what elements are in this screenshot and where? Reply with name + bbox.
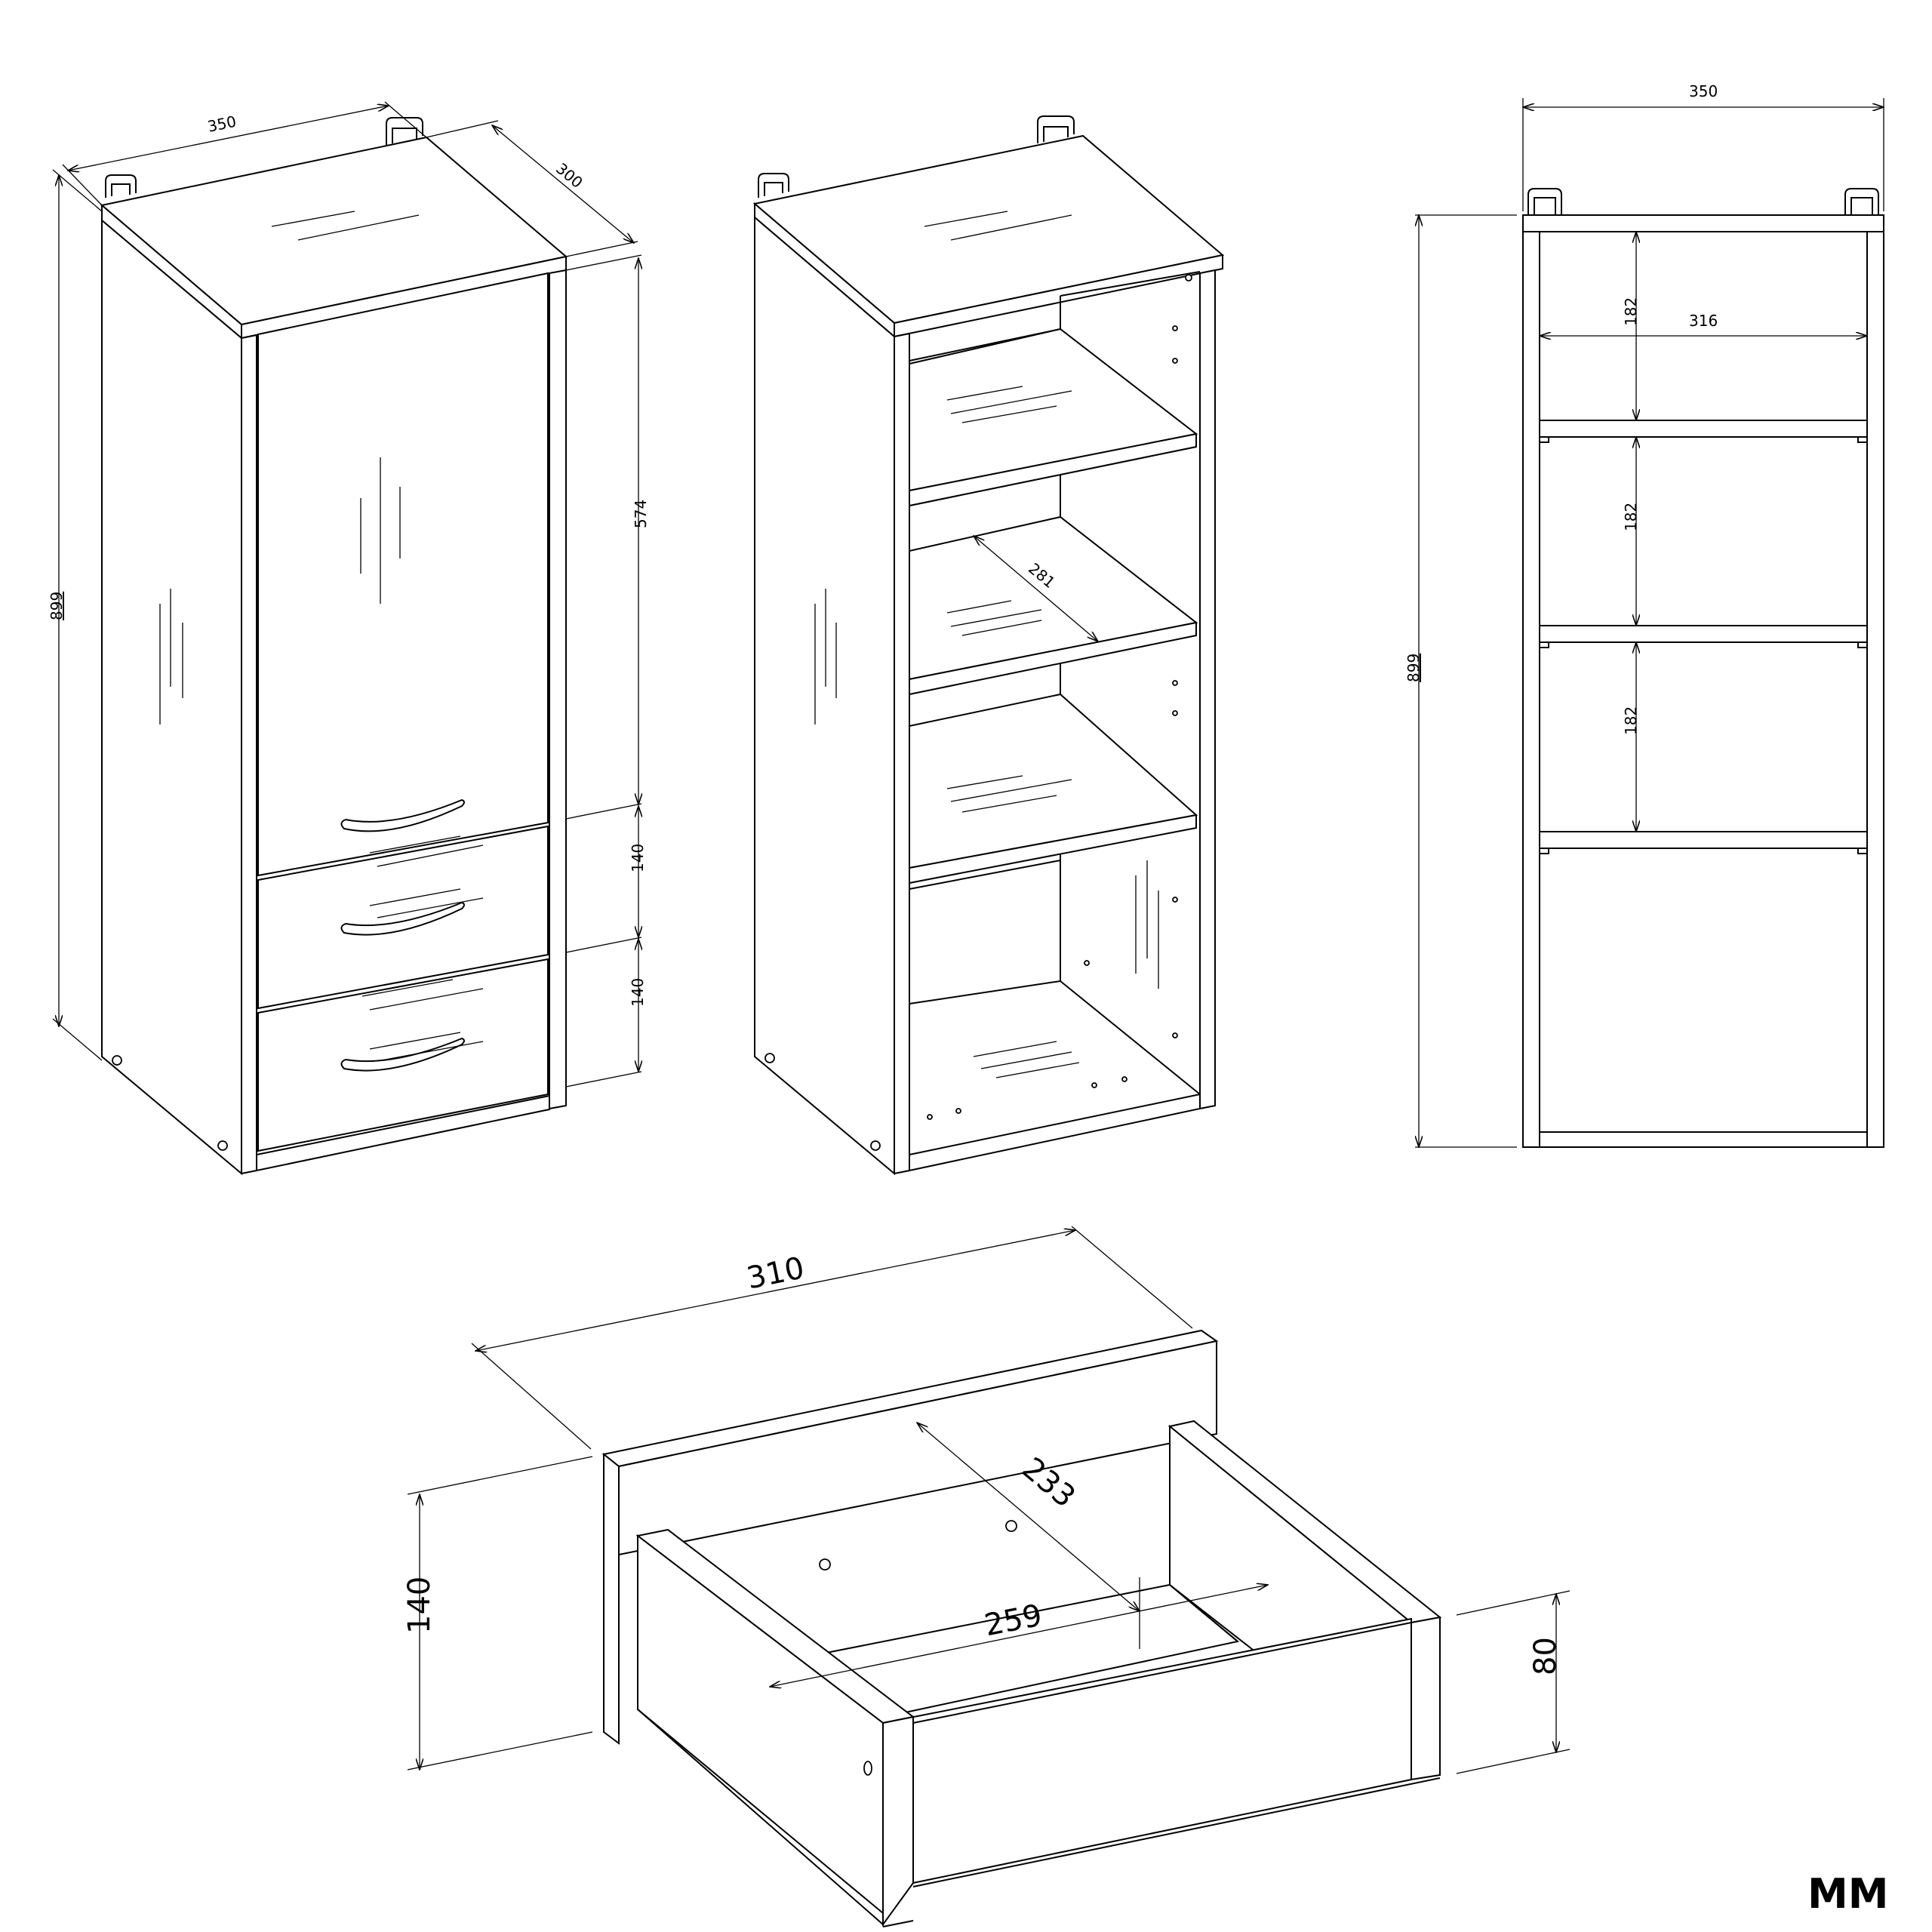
drawer-front-end — [882, 1715, 914, 1927]
drawer-right-side-end — [1411, 1616, 1441, 1781]
dim-door-label: 574 — [632, 500, 650, 528]
back-panel-edge — [1060, 271, 1201, 297]
top-panel — [1522, 214, 1884, 232]
bottom-back-line — [909, 980, 1061, 1004]
front-left-strip — [241, 334, 257, 1175]
shelf-2 — [1539, 625, 1868, 643]
dim-shelf-diagonal — [974, 536, 1098, 641]
cam-lock — [112, 1055, 122, 1066]
drawer-detail-view: 310 233 259 140 80 — [402, 1226, 1571, 1927]
shelf-back-line — [909, 860, 1061, 890]
hanging-bracket — [1037, 115, 1075, 143]
left-front-edge — [894, 332, 910, 1175]
reflection-marks — [159, 211, 484, 1062]
dim-inner-width-label: 316 — [1689, 312, 1718, 330]
dim-length-label: 310 — [744, 1251, 808, 1296]
hanging-bracket — [1844, 188, 1879, 215]
shelf-2 — [909, 515, 1198, 696]
dim-height-label: 899 — [48, 592, 66, 620]
shelf-3 — [909, 693, 1198, 884]
cabinet-with-drawers-view: 350 300 899 574 140 140 — [48, 101, 650, 1176]
drawer-handle-top — [340, 901, 465, 936]
dimension-lines — [52, 101, 641, 1088]
bottom-panel — [1539, 1131, 1868, 1148]
shelf-3 — [1539, 831, 1868, 849]
hanging-bracket — [758, 173, 789, 198]
hanging-bracket — [105, 174, 137, 198]
left-side-panel — [754, 215, 895, 1176]
drawer-handle-bottom — [340, 1037, 465, 1072]
dim-drawer-top-label: 140 — [629, 844, 647, 872]
dim-front-height-label: 140 — [402, 1577, 437, 1634]
open-shelf-view: 281 — [752, 115, 1225, 1176]
cam-lock — [764, 1053, 775, 1063]
shelf-1 — [1539, 420, 1868, 438]
top-panel-front — [894, 254, 1223, 338]
bottom-panel — [909, 1093, 1201, 1172]
cam-lock — [217, 1140, 228, 1151]
shelf-1 — [909, 328, 1198, 507]
dim-height-label: 899 — [1404, 654, 1423, 682]
door — [257, 272, 549, 877]
door-handle — [340, 798, 465, 832]
dim-comp1-label: 182 — [1622, 297, 1640, 326]
drawer-front-bottom — [257, 958, 549, 1152]
drawer-back-panel-side — [618, 1340, 1217, 1556]
bottom-depth-line — [1060, 980, 1201, 1095]
front-elevation-view: 350 316 899 182 182 182 — [1404, 82, 1884, 1148]
drawer-bottom-edge — [882, 1920, 914, 1927]
shelf-supports — [1540, 436, 1867, 854]
dim-side-height-label: 80 — [1528, 1637, 1563, 1675]
shelf-pin-holes — [927, 274, 1192, 1120]
right-side-panel — [1199, 269, 1216, 1110]
bottom-plinth — [256, 1094, 550, 1172]
left-side-panel — [101, 218, 242, 1176]
drawer-bottom-edge — [912, 1777, 1441, 1887]
dimension-lines — [1415, 98, 1884, 1147]
drawer-left-side-face — [637, 1534, 884, 1927]
dim-width-label: 350 — [206, 112, 238, 136]
carcass-outline — [1522, 214, 1884, 1148]
unit-label: MM — [1807, 1870, 1888, 1918]
hanging-bracket — [1527, 188, 1562, 215]
drawer-front-top — [257, 825, 549, 1010]
dim-comp3-label: 182 — [1622, 706, 1640, 735]
dim-comp2-label: 182 — [1622, 503, 1640, 531]
drawer-runner — [637, 1709, 884, 1914]
dim-width-label: 350 — [1689, 82, 1718, 100]
cam-lock — [870, 1140, 881, 1151]
dim-drawer-bottom-label: 140 — [629, 978, 647, 1007]
front-right-strip — [549, 269, 567, 1110]
dimension-lines — [407, 1226, 1571, 1774]
drawer-back-panel-face — [603, 1452, 620, 1745]
dim-depth-label: 300 — [552, 159, 586, 192]
